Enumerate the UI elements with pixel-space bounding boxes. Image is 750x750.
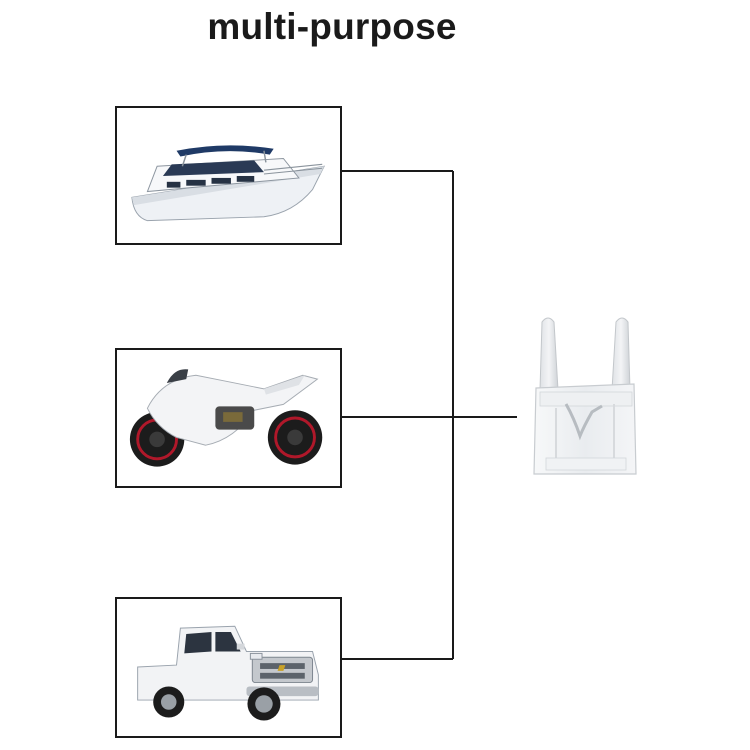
motorcycle-icon	[129, 369, 323, 467]
truck-image-frame	[115, 597, 342, 738]
boat-icon	[131, 145, 326, 222]
boat-image-frame	[115, 106, 342, 245]
pickup-truck-icon	[137, 625, 319, 721]
motorcycle-image-frame	[115, 348, 342, 488]
mini-blade-fuse-icon	[533, 317, 637, 475]
page-title: multi-purpose	[207, 6, 457, 47]
